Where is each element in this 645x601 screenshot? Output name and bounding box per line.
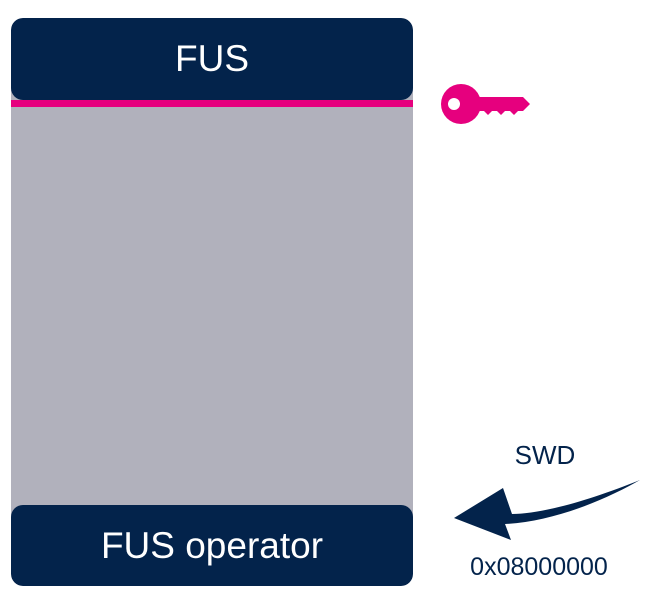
curved-arrow-icon (454, 480, 640, 540)
memory-block: FUS FUS operator (11, 18, 413, 586)
fus-operator-header: FUS operator (11, 505, 413, 586)
fus-label: FUS (175, 38, 249, 79)
fus-header: FUS (11, 18, 413, 100)
swd-label: SWD (514, 440, 576, 470)
key-icon (441, 84, 530, 124)
address-label: 0x08000000 (470, 553, 608, 581)
protection-boundary-line (11, 100, 413, 107)
fus-operator-label: FUS operator (100, 524, 324, 566)
